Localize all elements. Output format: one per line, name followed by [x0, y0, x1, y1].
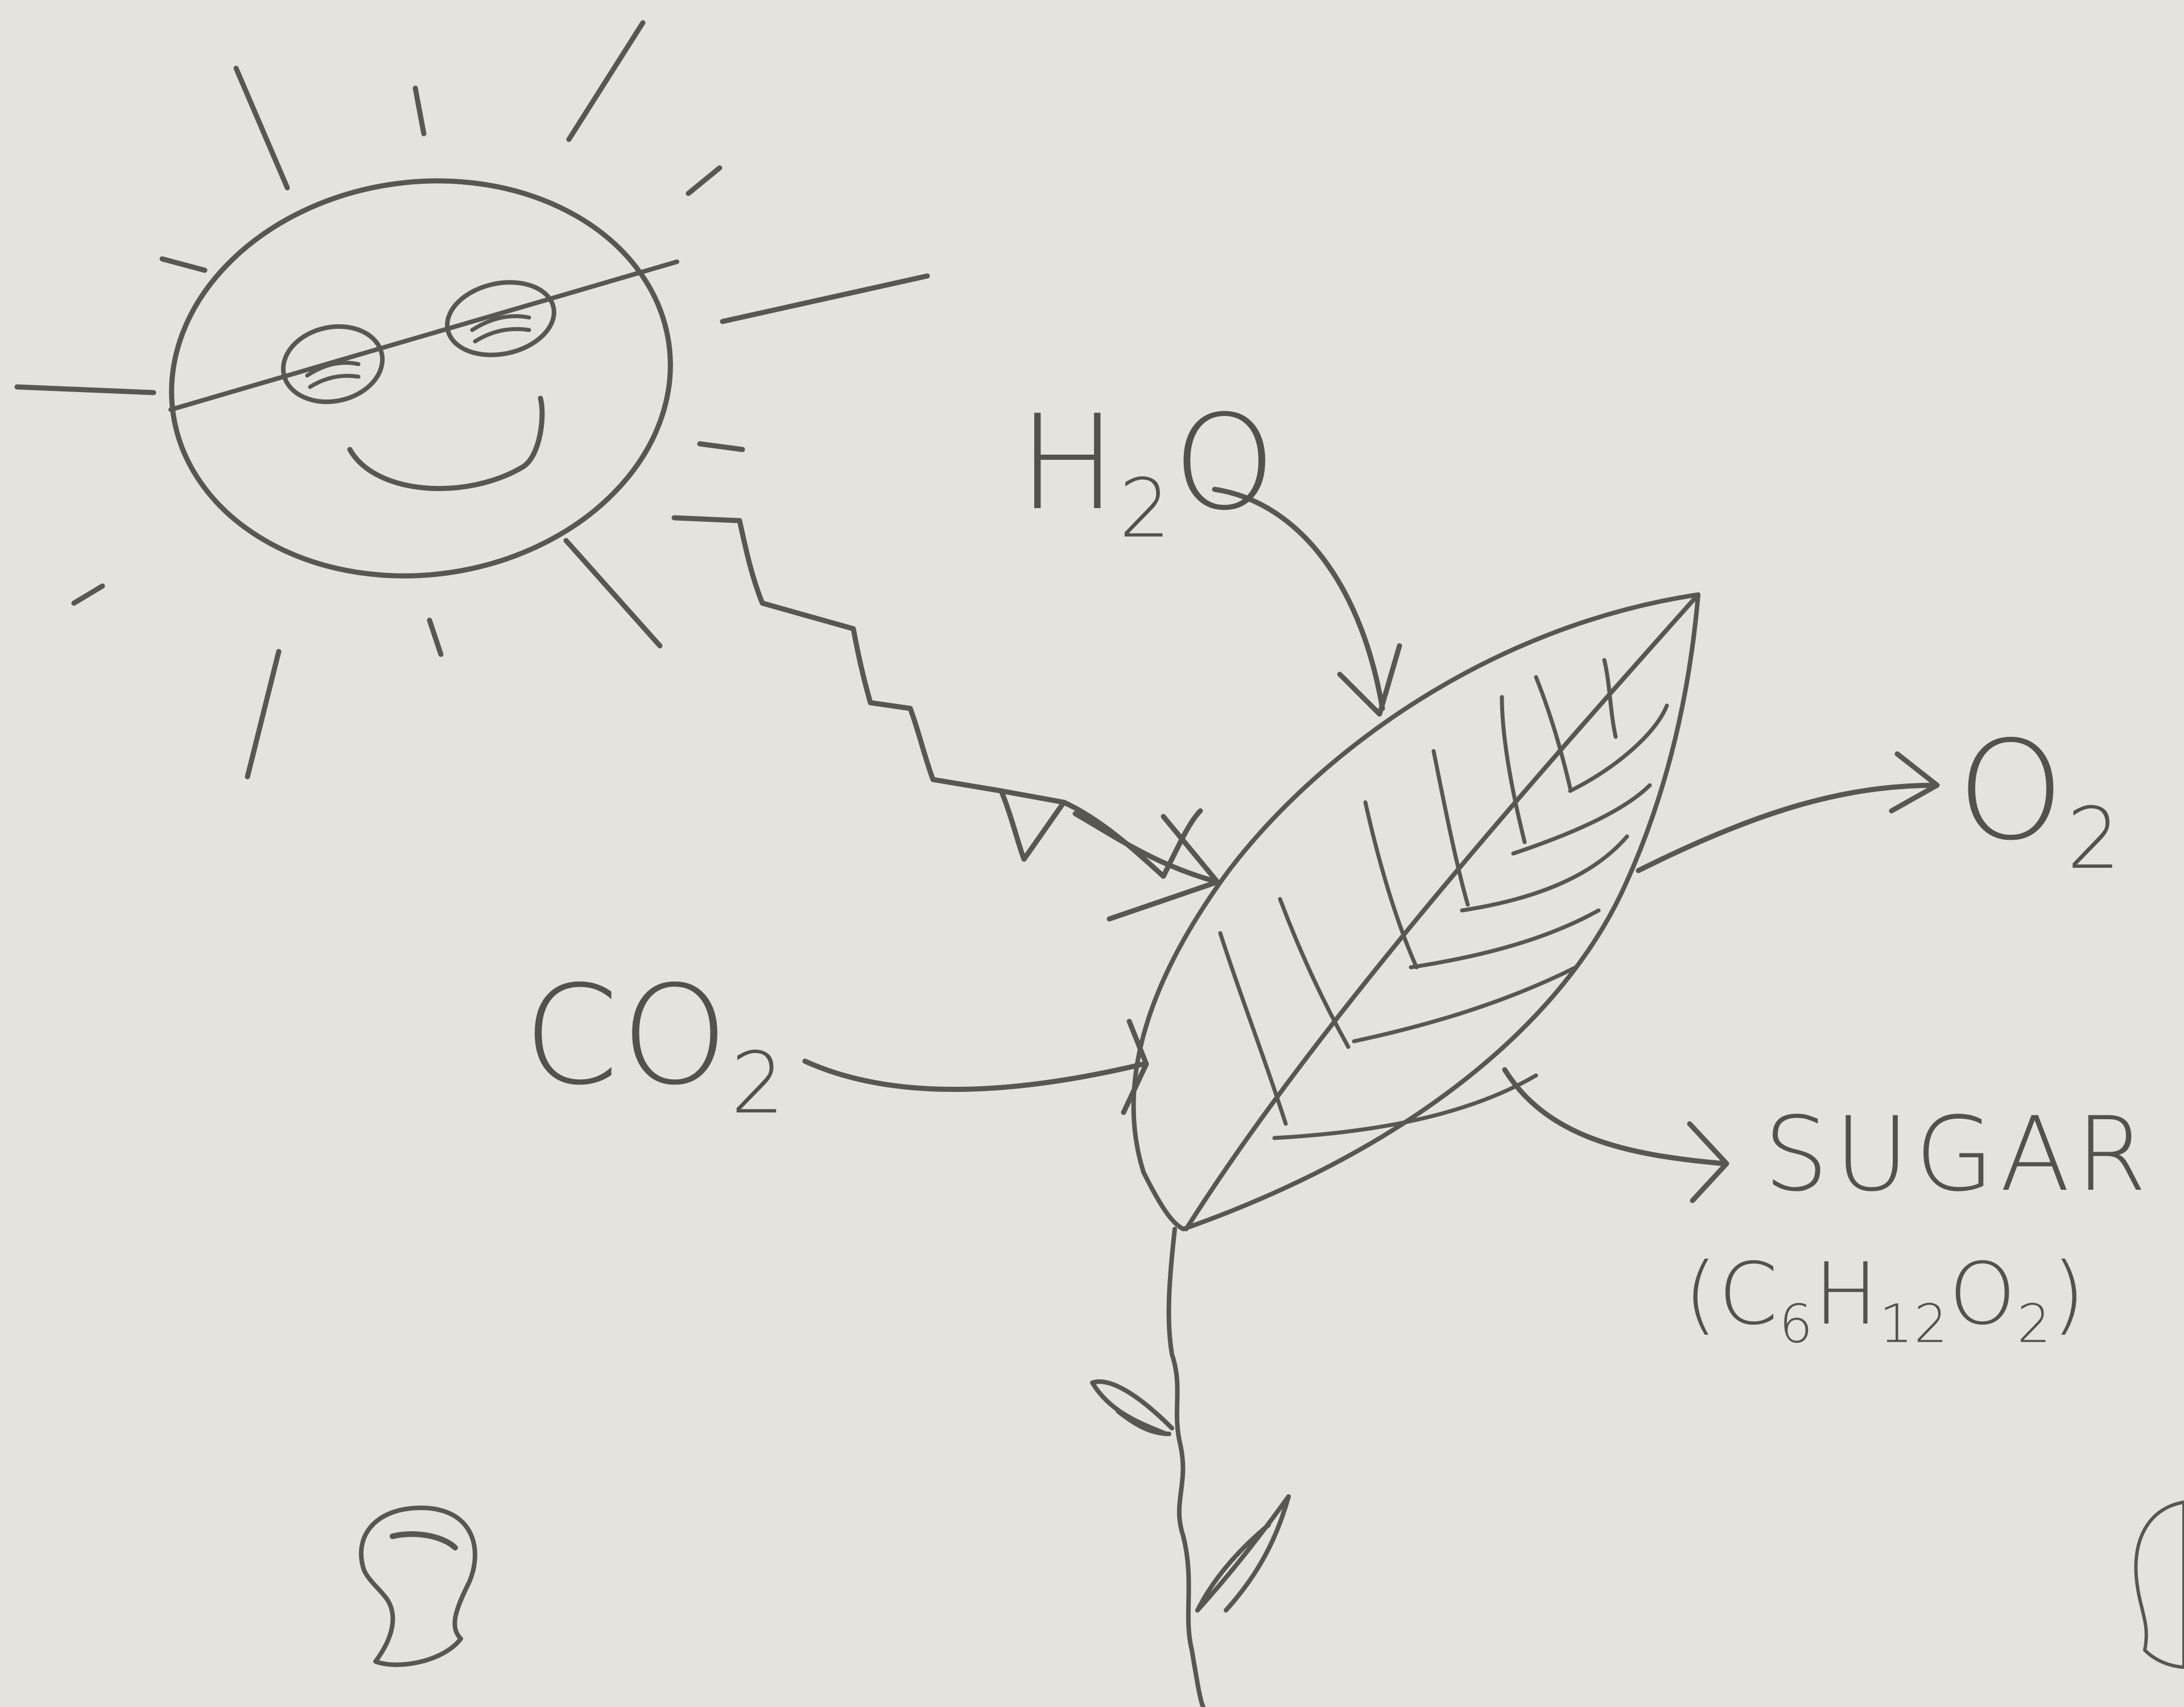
h2o-label: H2O — [1018, 398, 1278, 550]
h2o-label-o: O — [1173, 387, 1278, 539]
co2-label-subscript: 2 — [730, 1034, 787, 1133]
sunlight-arrow — [674, 518, 1217, 919]
sugar-label: SUGAR — [1764, 1104, 2153, 1206]
leaf-veins — [1220, 660, 1667, 1138]
magnet-icon — [361, 1502, 2184, 1667]
sun-with-sunglasses-icon — [17, 23, 927, 777]
sugar-arrow — [1505, 1070, 1727, 1201]
h2o-label-subscript: 2 — [1119, 461, 1173, 556]
o2-label-subscript: 2 — [2067, 790, 2123, 888]
h2o-label-h: H — [1018, 387, 1119, 539]
sun-rays — [17, 23, 927, 777]
co2-arrow — [805, 1021, 1146, 1112]
leaf-icon — [1134, 595, 1698, 1229]
formula-c-subscript: 6 — [1779, 1293, 1814, 1355]
formula-open: (C — [1684, 1245, 1779, 1344]
sugar-formula-label: (C6H12O2) — [1684, 1252, 2086, 1351]
co2-label-main: CO — [523, 956, 730, 1115]
sun-face — [146, 149, 696, 608]
stem-icon — [1092, 1229, 1289, 1707]
formula-h: H — [1814, 1245, 1879, 1344]
formula-o-subscript: 2 — [2017, 1293, 2052, 1355]
sunglasses-icon — [171, 262, 677, 411]
o2-label: O2 — [1957, 723, 2123, 882]
co2-label: CO2 — [523, 967, 787, 1127]
formula-close: ) — [2052, 1245, 2087, 1344]
formula-h-subscript: 12 — [1879, 1293, 1948, 1355]
o2-arrow — [1638, 754, 1937, 871]
formula-o: O — [1949, 1245, 2017, 1344]
sun-smile — [350, 398, 542, 489]
o2-label-main: O — [1957, 711, 2067, 871]
